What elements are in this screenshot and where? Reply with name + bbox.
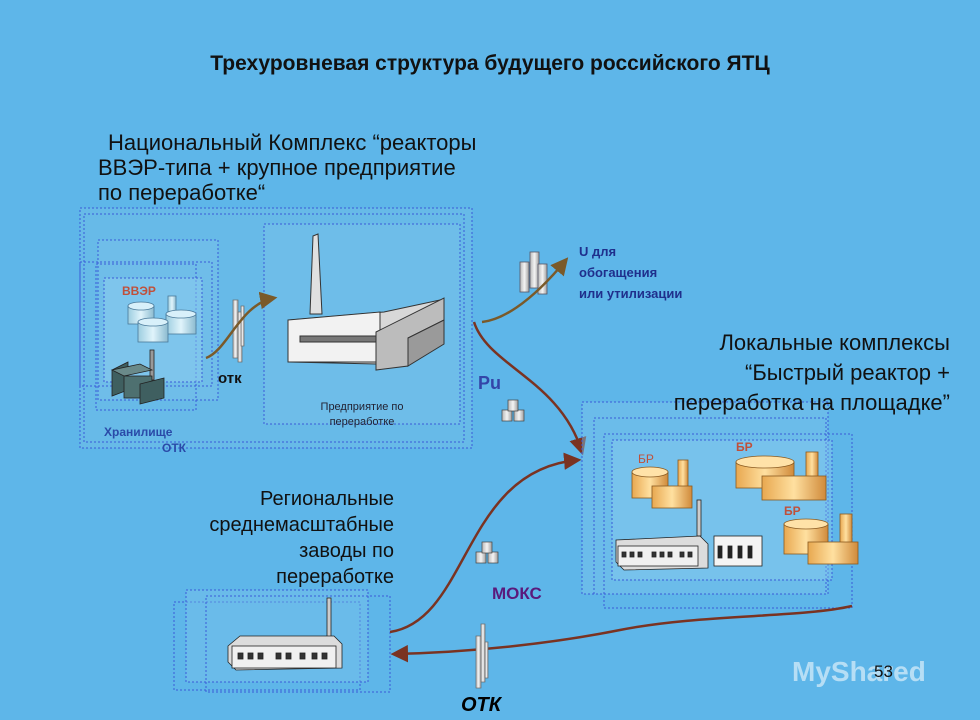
plant-label: Предприятие по переработке (300, 400, 424, 430)
storage-label-line: Хранилище (104, 425, 173, 439)
arrow-pu-to-local (472, 321, 587, 456)
storage-label-line: ОТК (162, 441, 186, 455)
uranium-label-line: U для (579, 244, 617, 259)
local-caption-line: переработка на площадке” (673, 390, 950, 415)
uranium-cylinders-icon (519, 251, 548, 295)
national-caption-line: Национальный Комплекс “реакторы (108, 130, 477, 155)
vver-tanks-icon (127, 295, 197, 343)
plant-label-line: переработке (329, 416, 395, 428)
page-number: 53 (874, 662, 893, 681)
fast-reactor-icon (735, 451, 827, 501)
uranium-label: U для обогащения или утилизации (579, 241, 682, 304)
mox-label: МОКС (492, 584, 542, 603)
local-reprocessing-plant-icon (615, 499, 763, 571)
pu-label: Pu (478, 373, 502, 393)
local-complexes-frame (581, 401, 853, 609)
regional-plants-caption: Региональные среднемасштабные заводы по … (150, 486, 394, 590)
regional-plant-icon (227, 597, 343, 671)
mox-canisters-icon (475, 541, 499, 564)
vver-label: ВВЭР (122, 284, 156, 298)
otk-label: отк (218, 370, 242, 387)
local-caption-line: Локальные комплексы (719, 330, 950, 355)
local-complexes-caption: Локальные комплексы “Быстрый реактор + п… (530, 328, 950, 418)
national-caption-line: по переработке“ (98, 180, 266, 205)
local-caption-line: “Быстрый реактор + (745, 360, 950, 385)
uranium-label-line: или утилизации (579, 286, 683, 301)
storage-building-icon (110, 349, 165, 405)
plant-label-line: Предприятие по (320, 401, 404, 413)
otk-cask-icon (475, 623, 489, 689)
arrow-otk-to-regional (390, 604, 853, 663)
national-complex-caption: Национальный Комплекс “реакторы ВВЭР-тип… (98, 130, 476, 205)
arrow-plant-to-uranium (481, 257, 569, 324)
regional-caption-line: переработке (276, 566, 394, 588)
reprocessing-plant-icon (287, 233, 445, 371)
storage-label: Хранилище ОТК (104, 424, 204, 456)
national-caption-line: ВВЭР-типа + крупное предприятие (98, 155, 456, 180)
regional-caption-line: среднемасштабные (209, 514, 394, 536)
regional-caption-line: заводы по (299, 540, 394, 562)
br-label: БР (638, 452, 654, 466)
br-label: БР (736, 440, 753, 454)
watermark: MyShared (792, 656, 926, 687)
br-label: БР (784, 504, 801, 518)
uranium-label-line: обогащения (579, 265, 658, 280)
arrow-otk-to-plant (205, 291, 278, 360)
slide-title: Трехуровневая структура будущего российс… (210, 52, 770, 75)
fast-reactor-icon (783, 513, 859, 565)
pu-canisters-icon (501, 399, 525, 422)
otk-bottom-label: ОТК (461, 694, 502, 716)
regional-caption-line: Региональные (260, 488, 394, 510)
arrow-mox-to-local (389, 452, 582, 634)
fast-reactor-icon (631, 459, 693, 509)
